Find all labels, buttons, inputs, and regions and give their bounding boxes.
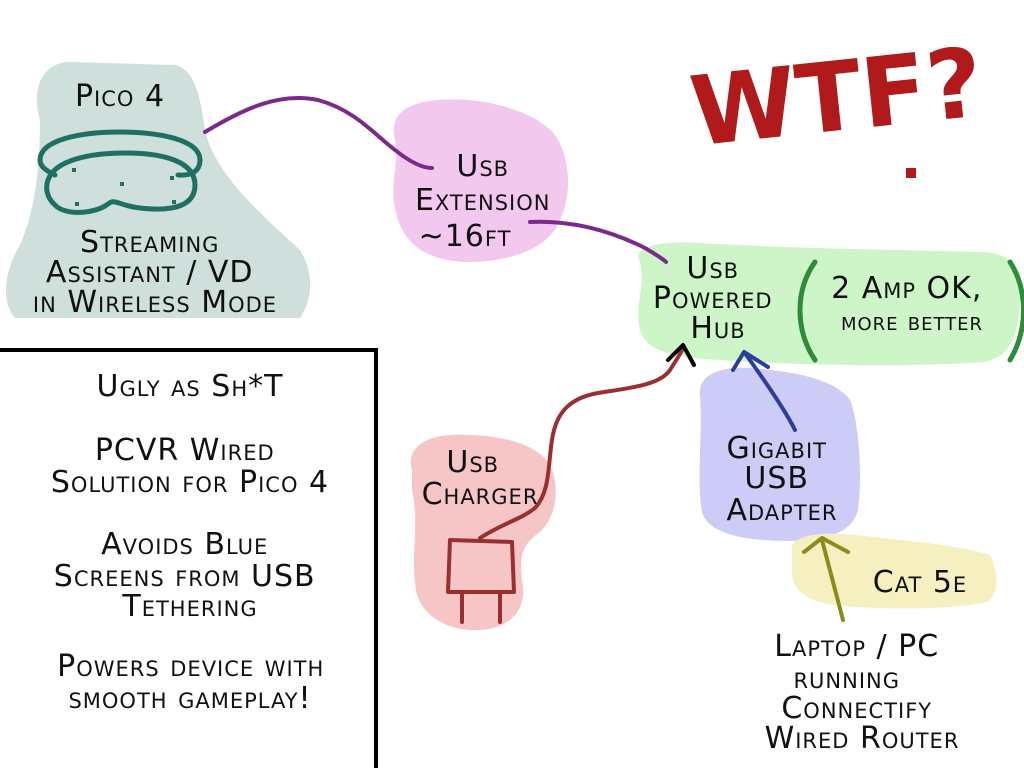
pico-title: Pico 4 [75, 79, 165, 114]
extension-cable [528, 219, 668, 264]
extension-blob [393, 99, 568, 262]
hub-note-right-bracket [1007, 259, 1024, 363]
pico-label: Streaming Assistant / VD in Wireless Mod… [33, 225, 277, 320]
info-item-2: PCVR Wired Solution for Pico 4 [51, 433, 329, 500]
extension-label-line: ~16ft [419, 219, 512, 254]
cat-arrow [802, 536, 850, 622]
extension-label: Usb Extension ~16ft [415, 149, 561, 254]
pico-label-line: in Wireless Mode [33, 285, 277, 320]
adapter-arrow [731, 350, 797, 432]
pico-headset-sensors [72, 168, 176, 206]
pico-label-line: Streaming [80, 225, 219, 260]
info-line: smooth gameplay! [68, 681, 311, 716]
pico-label-line: Assistant / VD [46, 255, 254, 290]
laptop-label: Laptop / PC running Connectify Wired Rou… [765, 629, 960, 756]
charger-label-line: Usb [446, 445, 499, 480]
wtf-exclamation: WTF? [685, 26, 988, 168]
pico-headset-visor [44, 150, 198, 215]
charger-arrowhead [666, 343, 696, 367]
cat-blob [791, 533, 997, 609]
laptop-label-line: Wired Router [765, 721, 960, 756]
hub-label-line: Usb [686, 251, 739, 286]
wtf-question-dot [906, 168, 916, 178]
adapter-label-line: Adapter [726, 493, 837, 528]
pico-blob [5, 62, 311, 318]
cat-label: Cat 5e [873, 565, 967, 600]
charger-label: Usb Charger [422, 445, 539, 512]
hub-note-line: 2 Amp OK, [831, 271, 982, 306]
charger-label-line: Charger [422, 477, 539, 512]
hub-label: Usb Powered Hub [653, 251, 783, 346]
pico-cable [203, 95, 434, 170]
hub-label-line: Hub [690, 311, 745, 346]
hub-label-line: Powered [653, 281, 773, 316]
hub-note-line: more better [841, 307, 983, 337]
info-line: Tethering [121, 589, 257, 624]
laptop-label-line: running [793, 661, 900, 696]
adapter-label-line: USB [744, 461, 809, 496]
hub-note-left-bracket [797, 259, 818, 363]
laptop-label-line: Laptop / PC [774, 629, 939, 664]
hub-blob [638, 242, 1021, 366]
adapter-blob [699, 367, 860, 541]
charger-cable [478, 346, 685, 540]
info-line: Solution for Pico 4 [51, 465, 329, 500]
charger-plug-icon [446, 538, 516, 624]
hub-note: 2 Amp OK, more better [831, 271, 993, 337]
info-line: Avoids Blue [101, 527, 268, 562]
info-item-4: Powers device with smooth gameplay! [57, 649, 335, 716]
info-panel-border [0, 348, 378, 768]
extension-label-line: Usb [456, 149, 509, 184]
extension-label-line: Extension [415, 183, 551, 218]
info-item-3: Avoids Blue Screens from USB Tethering [54, 527, 326, 624]
info-line: Screens from USB [54, 559, 316, 594]
laptop-label-line: Connectify [781, 691, 932, 726]
info-line: Powers device with [57, 649, 324, 684]
info-line: Ugly as Sh*T [97, 369, 284, 404]
info-line: PCVR Wired [95, 433, 275, 468]
adapter-label: Gigabit USB Adapter [726, 431, 837, 528]
info-item-1: Ugly as Sh*T [97, 369, 284, 404]
